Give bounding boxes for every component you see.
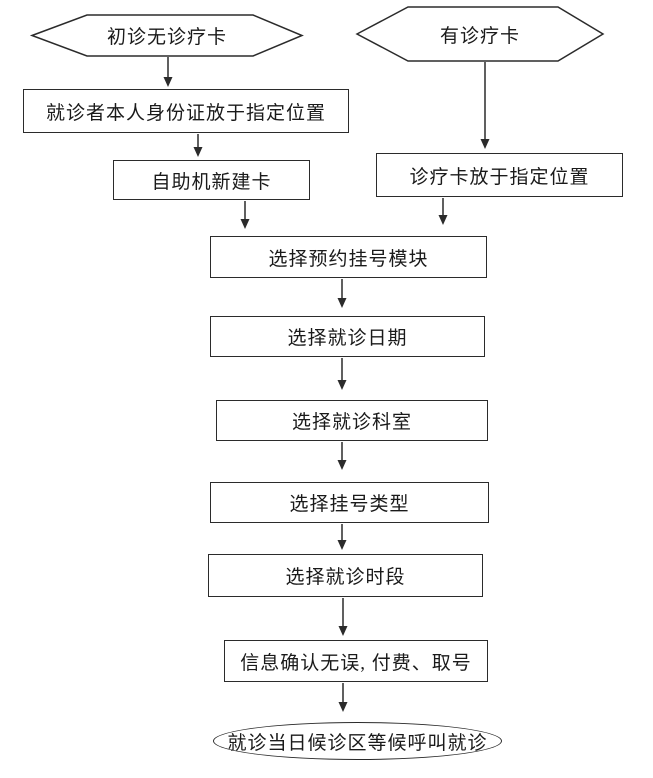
node-label: 自助机新建卡 <box>151 171 272 193</box>
node-label: 有诊疗卡 <box>439 25 520 47</box>
node-label: 初诊无诊疗卡 <box>106 27 227 48</box>
hexagon-shape-first-visit-no-card <box>29 14 304 57</box>
node-has-card: 有诊疗卡 <box>357 7 603 61</box>
node-place-id-card: 就诊者本人身份证放于指定位置 <box>23 89 349 133</box>
arrow-confirm-to-wait <box>338 683 348 712</box>
node-label: 信息确认无误, 付费、取号 <box>240 652 472 674</box>
arrow-date-to-department <box>337 358 347 390</box>
node-select-appointment-module: 选择预约挂号模块 <box>210 236 487 278</box>
node-label: 选择就诊时段 <box>285 567 406 588</box>
hexagon-shape-has-card <box>355 6 605 62</box>
node-select-registration-type: 选择挂号类型 <box>210 482 489 523</box>
arrow-has-card-to-place-card <box>480 62 490 149</box>
arrow-type-to-timeslot <box>337 524 347 550</box>
arrow-department-to-type <box>337 442 347 470</box>
arrow-place-card-to-module <box>438 198 448 225</box>
arrow-module-to-date <box>337 279 347 308</box>
node-label: 选择预约挂号模块 <box>268 248 429 270</box>
node-label: 选择就诊日期 <box>287 328 408 349</box>
node-place-medical-card: 诊疗卡放于指定位置 <box>376 153 623 197</box>
arrow-place-id-to-new-card <box>193 134 203 157</box>
node-confirm-pay-get-number: 信息确认无误, 付费、取号 <box>224 640 488 682</box>
node-self-service-new-card: 自助机新建卡 <box>113 160 310 200</box>
node-label: 选择挂号类型 <box>289 494 410 515</box>
node-label: 就诊者本人身份证放于指定位置 <box>45 102 326 124</box>
arrow-new-card-to-module <box>240 201 250 229</box>
arrow-timeslot-to-confirm <box>338 598 348 636</box>
node-select-department: 选择就诊科室 <box>216 400 488 441</box>
node-wait-for-call: 就诊当日候诊区等候呼叫就诊 <box>213 722 502 760</box>
node-label: 选择就诊科室 <box>291 412 412 433</box>
node-label: 诊疗卡放于指定位置 <box>409 166 590 188</box>
node-select-visit-date: 选择就诊日期 <box>210 316 485 357</box>
node-select-time-slot: 选择就诊时段 <box>208 554 483 597</box>
node-first-visit-no-card: 初诊无诊疗卡 <box>32 15 302 56</box>
arrow-first-visit-to-place-id <box>163 57 173 87</box>
node-label: 就诊当日候诊区等候呼叫就诊 <box>227 732 488 754</box>
